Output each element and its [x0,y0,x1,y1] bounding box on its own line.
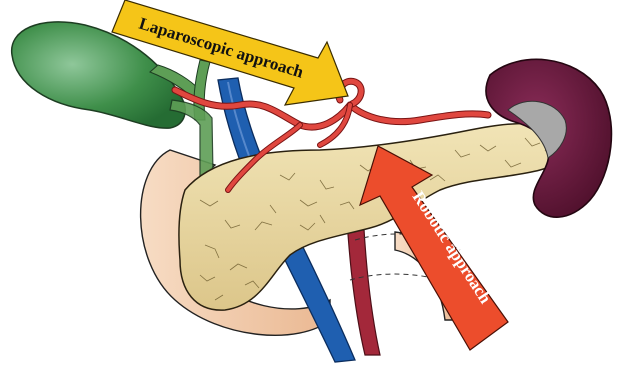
pancreas-diagram: Laparoscopic approach Robotic approach [0,0,619,366]
